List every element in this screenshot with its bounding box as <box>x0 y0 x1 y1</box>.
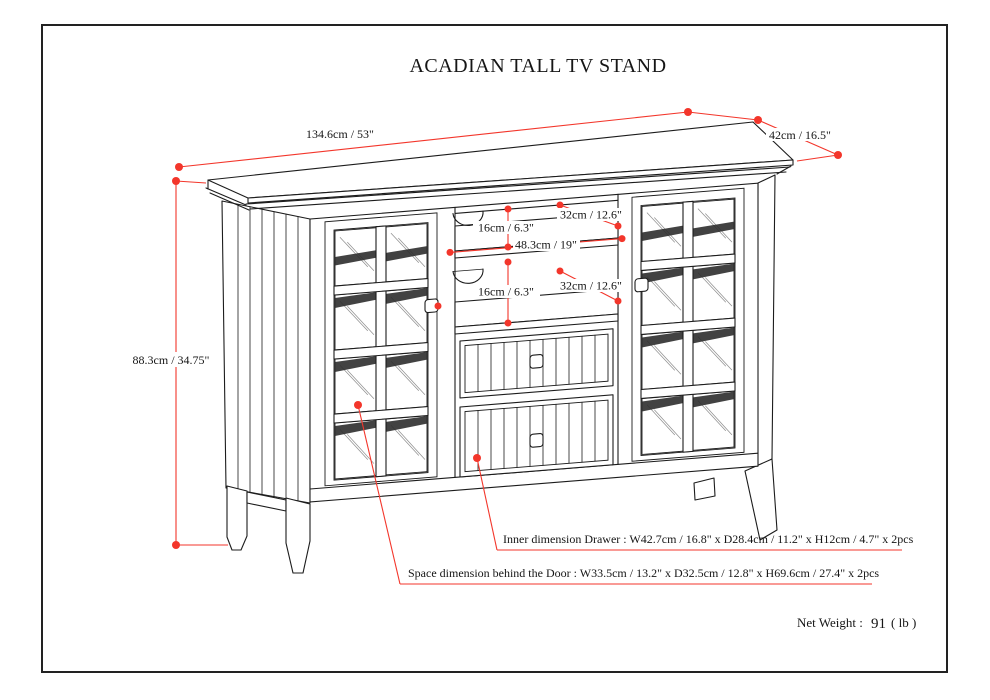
glass-panes <box>334 198 735 480</box>
shelf-depth-top-dimension: 32cm / 12.6" <box>560 208 622 222</box>
shelf-2-edge <box>454 313 619 335</box>
dimension-annotations: 134.6cm / 53" 42cm / 16.5" 88.3cm / 34.7… <box>123 108 902 585</box>
top-assembly <box>205 121 794 211</box>
drawer-2-knob <box>529 433 544 448</box>
right-side-panel <box>756 174 776 468</box>
shelf-depth-bottom-dimension: 32cm / 12.6" <box>560 279 622 293</box>
back-right-leg <box>693 477 716 501</box>
shelf-opening-bottom-dimension: 16cm / 6.3" <box>478 285 534 299</box>
door-space-dimension-note: Space dimension behind the Door : W33.5c… <box>408 566 879 580</box>
depth-dimension: 42cm / 16.5" <box>769 128 831 142</box>
side-panel-slats <box>237 203 299 504</box>
right-door-knob <box>634 277 649 293</box>
net-weight-unit: ( lb ) <box>891 615 916 630</box>
net-weight: Net Weight : 91 ( lb ) <box>797 615 916 632</box>
drawer-1-knob <box>529 354 544 369</box>
tv-stand-drawing <box>205 121 794 574</box>
cable-cutout-bottom <box>452 268 484 284</box>
front-right-leg <box>744 458 778 541</box>
page-title: ACADIAN TALL TV STAND <box>409 55 666 77</box>
back-left-leg <box>226 485 248 551</box>
drawer-inner-dimension-note: Inner dimension Drawer : W42.7cm / 16.8"… <box>503 532 914 546</box>
net-weight-value: 91 <box>871 616 886 632</box>
left-glass-door <box>324 212 439 487</box>
drawers <box>459 328 614 478</box>
width-dimension: 134.6cm / 53" <box>306 127 374 141</box>
shelf-opening-top-dimension: 16cm / 6.3" <box>478 221 534 235</box>
cable-cutout-top <box>452 210 484 227</box>
height-dimension: 88.3cm / 34.75" <box>133 353 210 367</box>
shelf-width-dimension: 48.3cm / 19" <box>515 238 577 252</box>
net-weight-label: Net Weight : <box>797 615 863 630</box>
top-edge <box>247 159 794 204</box>
side-panel <box>221 200 311 504</box>
front-left-leg <box>285 497 311 574</box>
right-glass-door <box>631 187 745 462</box>
front-face <box>309 182 759 503</box>
